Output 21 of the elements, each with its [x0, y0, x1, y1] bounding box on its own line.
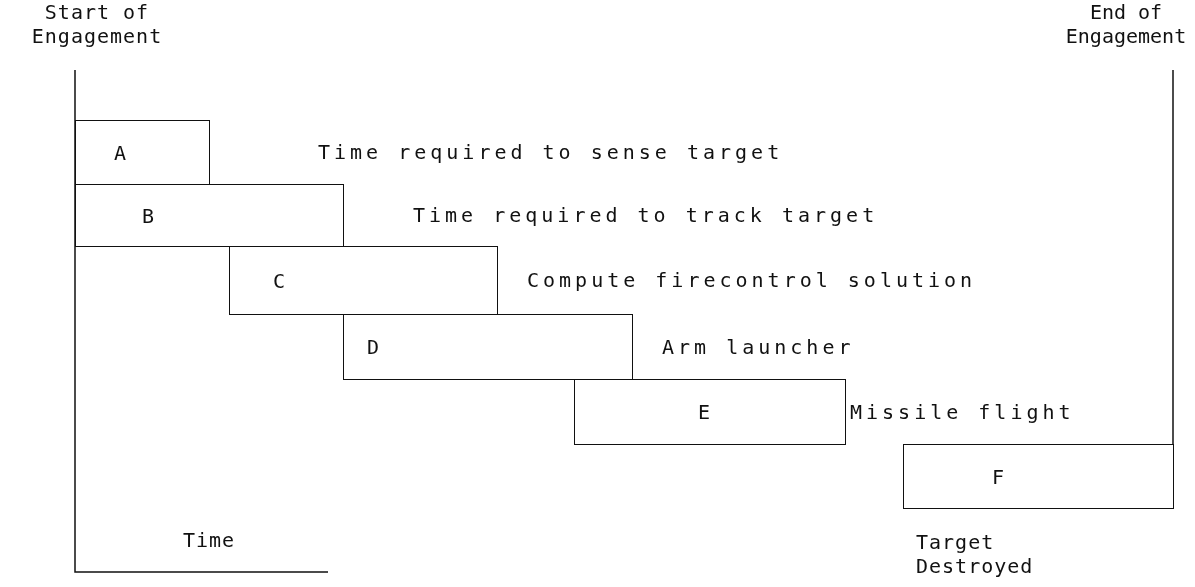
phase-bar — [75, 120, 210, 185]
end-label: End of Engagement — [1064, 0, 1188, 48]
phase-letter: A — [114, 140, 127, 165]
phase-description: Compute firecontrol solution — [527, 268, 977, 292]
phase-bar — [343, 314, 633, 380]
phase-description: Time required to track target — [413, 203, 879, 227]
phase-letter: B — [142, 203, 155, 228]
phase-bar — [903, 444, 1174, 509]
phase-letter: D — [367, 335, 380, 359]
phase-letter: F — [992, 464, 1005, 489]
start-label: Start of Engagement — [30, 0, 164, 48]
phase-description: Missile flight — [850, 400, 1075, 424]
outcome-label: Target Destroyed — [916, 530, 1035, 578]
phase-bar — [75, 184, 344, 247]
phase-description: Arm launcher — [662, 335, 855, 359]
phase-letter: E — [698, 400, 711, 424]
axis-label: Time — [183, 528, 237, 552]
phase-bar — [229, 246, 498, 315]
phase-letter: C — [273, 268, 286, 293]
phase-bar — [574, 379, 846, 445]
phase-description: Time required to sense target — [318, 140, 784, 164]
